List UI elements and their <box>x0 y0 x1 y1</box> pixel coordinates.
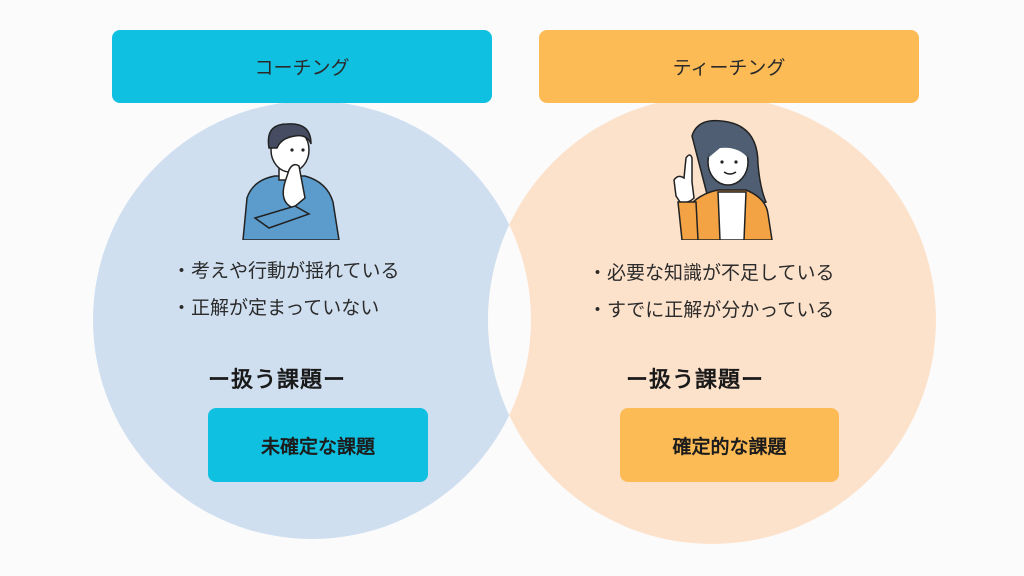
teaching-bullet: すでに正解が分かっている <box>588 292 834 329</box>
teaching-header: ティーチング <box>539 30 919 103</box>
coaching-title: コーチング <box>254 57 350 79</box>
teaching-topic-value: 確定的な課題 <box>672 435 787 458</box>
teaching-title: ティーチング <box>672 57 786 79</box>
teaching-topic-box: 確定的な課題 <box>620 408 839 482</box>
coaching-header: コーチング <box>112 30 492 103</box>
coaching-bullet: 正解が定まっていない <box>172 290 399 327</box>
teaching-topic-heading: ー扱う課題ー <box>626 368 765 393</box>
teaching-bullets: 必要な知識が不足している すでに正解が分かっている <box>588 255 834 329</box>
coaching-topic-box: 未確定な課題 <box>208 408 428 482</box>
thinking-man-icon <box>242 123 340 240</box>
coaching-bullet: 考えや行動が揺れている <box>172 253 399 290</box>
teaching-bullet: 必要な知識が不足している <box>588 255 834 292</box>
pointing-woman-icon <box>673 119 773 240</box>
coaching-topic-heading: ー扱う課題ー <box>208 368 347 393</box>
coaching-topic-value: 未確定な課題 <box>260 435 375 458</box>
coaching-bullets: 考えや行動が揺れている 正解が定まっていない <box>172 253 399 327</box>
